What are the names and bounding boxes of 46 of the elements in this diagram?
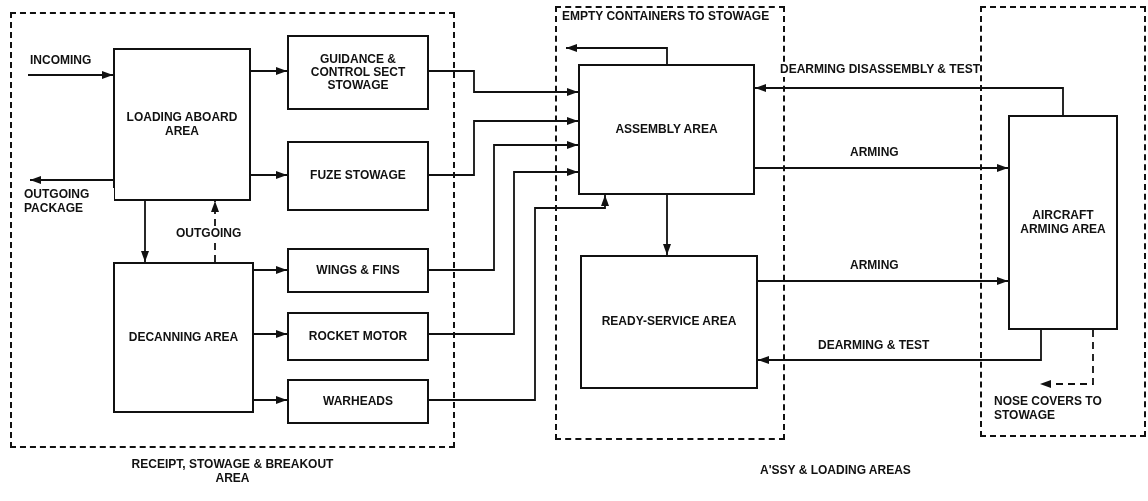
edge-label: OUTGOING — [176, 227, 242, 241]
process-box — [287, 141, 429, 211]
arrow — [27, 71, 114, 79]
area-heading: A'SSY & LOADING AREAS — [760, 463, 911, 477]
arrow — [565, 44, 668, 65]
arrow — [754, 84, 1064, 116]
area-heading: RECEIPT, STOWAGE & BREAKOUT AREA — [130, 458, 335, 486]
process-box — [287, 35, 429, 110]
process-box — [578, 64, 755, 195]
box-label: WINGS & FINS — [315, 263, 401, 278]
arrow — [253, 330, 288, 338]
dashed-arrow — [211, 200, 219, 263]
arrow — [428, 141, 579, 271]
arrow — [428, 70, 579, 96]
box-label: ROCKET MOTOR — [307, 329, 409, 344]
process-box — [287, 379, 429, 424]
process-box — [113, 262, 254, 413]
arrow — [253, 266, 288, 274]
arrow — [663, 194, 671, 256]
arrow — [754, 164, 1009, 172]
arrow — [757, 329, 1042, 364]
process-box — [287, 312, 429, 361]
box-label: AIRCRAFT ARMING AREA — [1019, 209, 1107, 236]
box-label: DECANNING AREA — [127, 330, 240, 345]
arrow — [250, 67, 288, 75]
box-label: READY-SERVICE AREA — [600, 315, 738, 329]
dashed-arrow — [1039, 329, 1094, 388]
box-label: ASSEMBLY AREA — [614, 122, 719, 137]
arrow — [29, 176, 114, 184]
process-box — [580, 255, 758, 389]
arrow — [428, 194, 609, 401]
box-label: FUZE STOWAGE — [309, 169, 407, 183]
box-label: GUIDANCE & CONTROL SECT STOWAGE — [309, 52, 407, 93]
box-label: LOADING ABOARD AREA — [125, 111, 239, 138]
area-boundary — [980, 6, 1146, 437]
arrow — [250, 171, 288, 179]
arrow — [253, 396, 288, 404]
process-box — [113, 48, 251, 201]
arrow — [428, 168, 579, 335]
box-label: WARHEADS — [322, 394, 394, 409]
arrow — [757, 277, 1009, 285]
process-box — [287, 248, 429, 293]
process-box — [1008, 115, 1118, 330]
arrow — [141, 200, 149, 263]
edge-label: DEARMING DISASSEMBLY & TEST — [780, 63, 981, 77]
arrow — [428, 117, 579, 176]
